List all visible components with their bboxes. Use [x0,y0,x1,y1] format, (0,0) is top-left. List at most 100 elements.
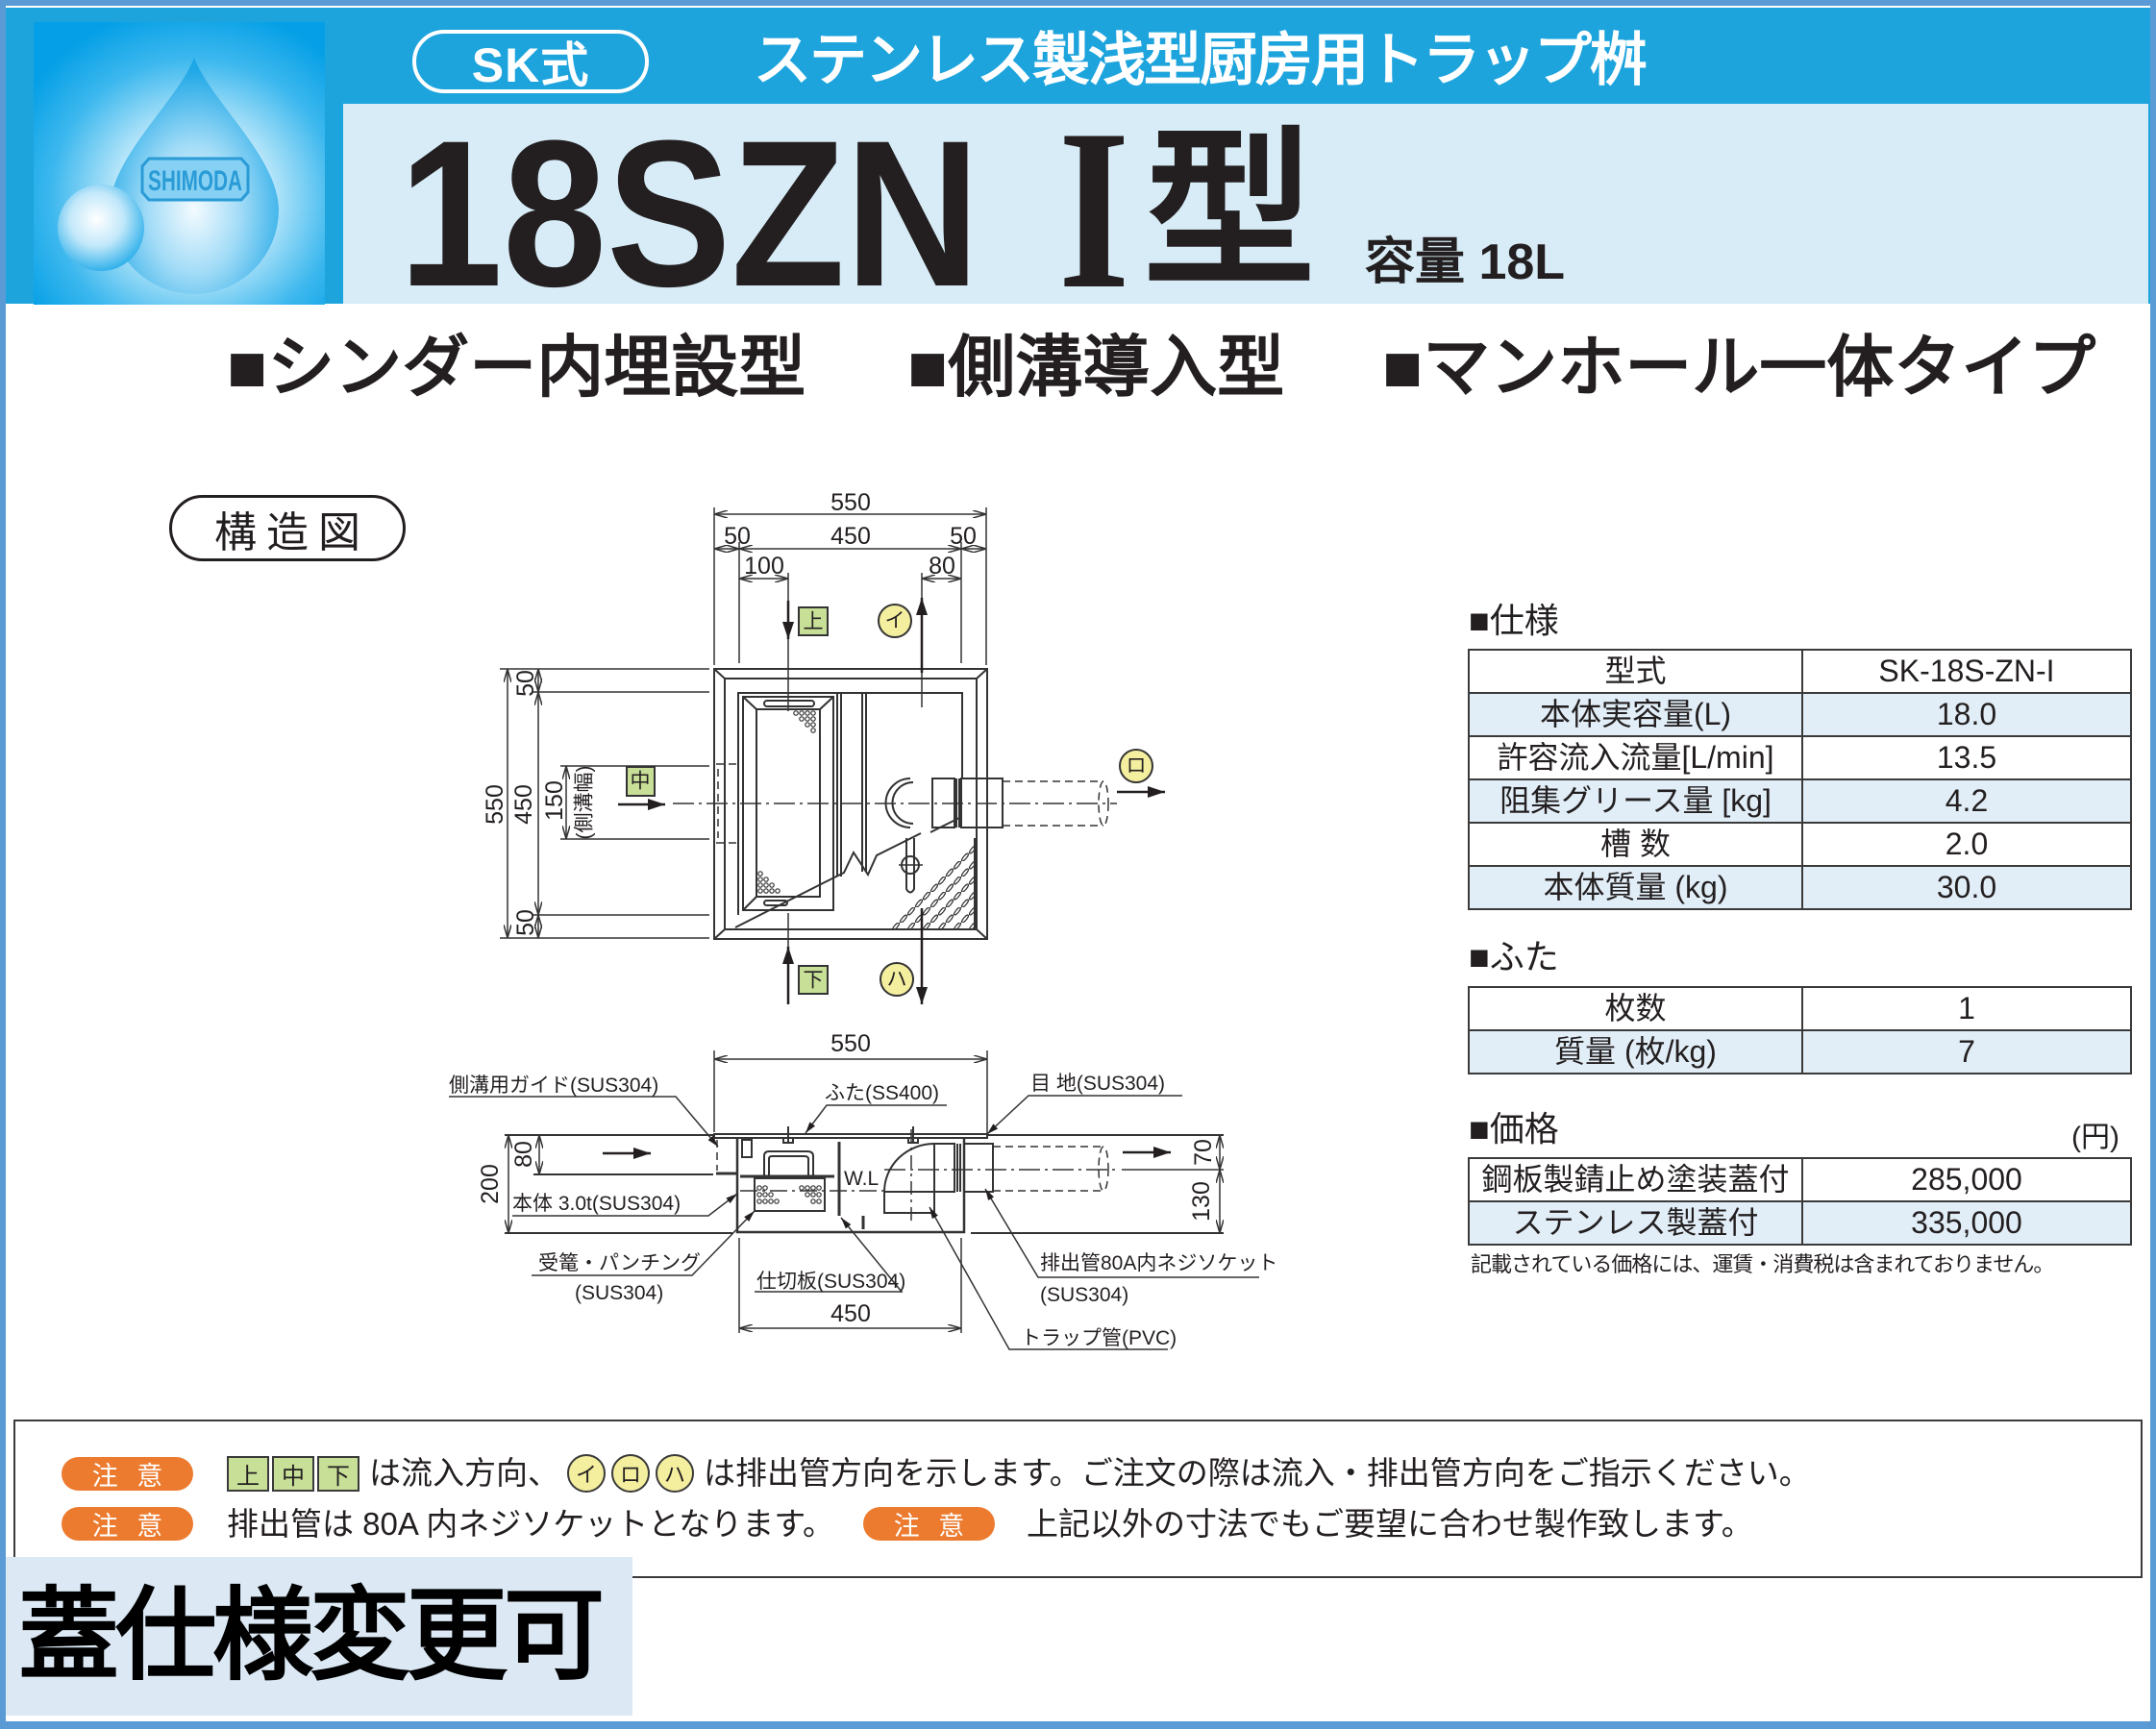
notice-badge-label: 注 意 [893,1512,971,1541]
model-title-panel [343,104,2148,304]
spec-value: 13.5 [1801,735,2132,780]
feature-side-gutter-inlet: ■側溝導入型 [907,330,1285,405]
outlet-symbol-i: イ [567,1454,606,1493]
lid-heading: ■ふた [1469,937,1559,976]
label-outlet-socket: 排出管80A内ネジソケット [1040,1252,1277,1274]
top-dim-overall-depth: 550 [482,784,508,825]
top-dim-margin-bottom: 50 [512,909,539,936]
feature-manhole-integrated: ■マンホール一体タイプ [1382,330,2096,405]
model-suffix: 型 [1144,115,1315,307]
top-dim-inner-width: 450 [830,523,871,550]
table-row: 許容流入流量[L/min]13.5 [1468,735,2132,780]
structure-diagram-label: 構造図 [169,495,406,561]
water-bubble-icon [58,185,144,271]
spec-label: 阻集グリース量 [kg] [1468,778,1803,824]
label-lid: ふた(SS400) [825,1082,939,1104]
notice-badge: 注 意 [62,1507,193,1541]
inlet-direction-text: は流入方向、 [369,1455,559,1491]
capacity-label: 容量 18L [1365,235,1566,290]
lid-value: 1 [1801,986,2132,1031]
outlet-symbol-ro-label: ロ [1127,755,1147,778]
lid-spec-changeable-box: 蓋仕様変更可 [5,1557,632,1716]
label-water-level: W.L [844,1168,879,1190]
top-dim-outlet-offset: 80 [929,553,955,580]
section-view: 550 450 200 80 70 130 側溝用ガイド(SUS304) ふた(… [449,1030,1277,1350]
logo-text: SHIMODA [148,165,242,197]
notice-box [13,1420,2143,1578]
section-dim-channel-depth: 80 [510,1141,537,1168]
product-category-title: ステンレス製浅型厨房用トラップ桝 [754,28,1648,92]
notice-badge-label: 注 意 [91,1462,169,1491]
top-view: 550 50 450 50 100 80 550 450 50 50 150 (… [482,489,1165,1004]
outlet-symbol-i-label: イ [885,610,905,632]
price-label: 鋼板製錆止め塗装蓋付 [1468,1157,1803,1202]
hidden-lines-section [716,1129,1115,1223]
inlet-symbol-middle-label: 中 [631,771,651,793]
outlet-symbol-i: イ [878,604,912,638]
model-numeral: I [1058,82,1130,336]
outlet-symbol-ha: ハ [880,962,914,997]
feature-cinder-embedded: ■シンダー内埋設型 [227,330,806,405]
ground-lines [505,1134,1224,1234]
outlet-symbol-ha-label: ハ [887,969,907,991]
top-dim-inner-depth: 450 [510,784,537,825]
price-note: 記載されている価格には、運賃・消費税は含まれておりません。 [1471,1252,2054,1276]
outlet-symbol-ha: ハ [656,1454,694,1493]
section-dim-outlet-top: 70 [1190,1139,1217,1166]
spec-label: 本体実容量(L) [1468,692,1803,737]
lid-label: 質量 (枚/kg) [1468,1029,1803,1074]
inlet-symbol-bottom: 下 [317,1456,359,1492]
lid-label: 枚数 [1468,986,1803,1031]
type-badge: SK式 [412,30,649,93]
logo-badge-shape [140,157,250,202]
structure-diagram-label-text: 構造図 [214,508,370,556]
spec-value: SK-18S-ZN-I [1801,649,2132,694]
hidden-lines-top [716,763,1109,844]
spec-label: 許容流入流量[L/min] [1468,735,1803,780]
spec-value: 30.0 [1801,865,2132,910]
spec-label: 型式 [1468,649,1803,694]
spec-value: 2.0 [1801,822,2132,867]
section-dim-inner-width: 450 [830,1300,871,1327]
outlet-direction-text: は排出管方向を示します。ご注文の際は流入・排出管方向をご指示ください。 [704,1455,1811,1491]
section-dim-outlet-bottom: 130 [1188,1181,1215,1222]
inlet-symbol-top-label: 上 [804,611,824,633]
notice-badge-label: 注 意 [91,1512,169,1541]
table-row: 阻集グリース量 [kg]4.2 [1468,778,2132,824]
outlet-symbol-ro: ロ [611,1454,650,1493]
label-outlet-material: (SUS304) [1040,1284,1128,1306]
top-dim-margin-right: 50 [950,523,977,550]
model-name: 18SZN [399,97,980,330]
price-unit: (円) [2071,1122,2119,1153]
label-trap-pipe: トラップ管(PVC) [1021,1327,1177,1349]
inlet-symbol-bottom-label: 下 [804,970,824,992]
section-leader-lines [449,1095,1259,1350]
basket-punching-holes [757,710,816,894]
label-side-gutter-guide: 側溝用ガイド(SUS304) [449,1074,658,1097]
label-partition: 仕切板(SUS304) [756,1271,905,1293]
spec-label: 本体質量 (kg) [1468,865,1803,910]
top-view-dimension-lines [500,507,987,1004]
section-dim-height: 200 [477,1164,504,1204]
type-badge-label: SK式 [471,38,590,92]
inlet-symbol-bottom: 下 [798,965,829,995]
price-value: 335,000 [1801,1200,2132,1246]
inlet-symbol-top: 上 [227,1456,269,1492]
price-value: 285,000 [1801,1157,2132,1202]
table-row: 本体質量 (kg)30.0 [1468,865,2132,910]
grating-pattern [884,838,975,928]
inlet-symbol-middle: 中 [272,1456,314,1492]
notice-badge: 注 意 [863,1507,995,1541]
flow-arrows-section [603,1147,1171,1159]
top-dim-channel-width-note: (側溝幅) [574,766,596,840]
section-dim-overall-width: 550 [830,1030,871,1057]
top-dim-overall-width: 550 [830,489,871,516]
socket-notice-text: 排出管は 80A 内ネジソケットとなります。 [227,1506,834,1542]
label-basket: 受篭・パンチング [538,1252,701,1274]
